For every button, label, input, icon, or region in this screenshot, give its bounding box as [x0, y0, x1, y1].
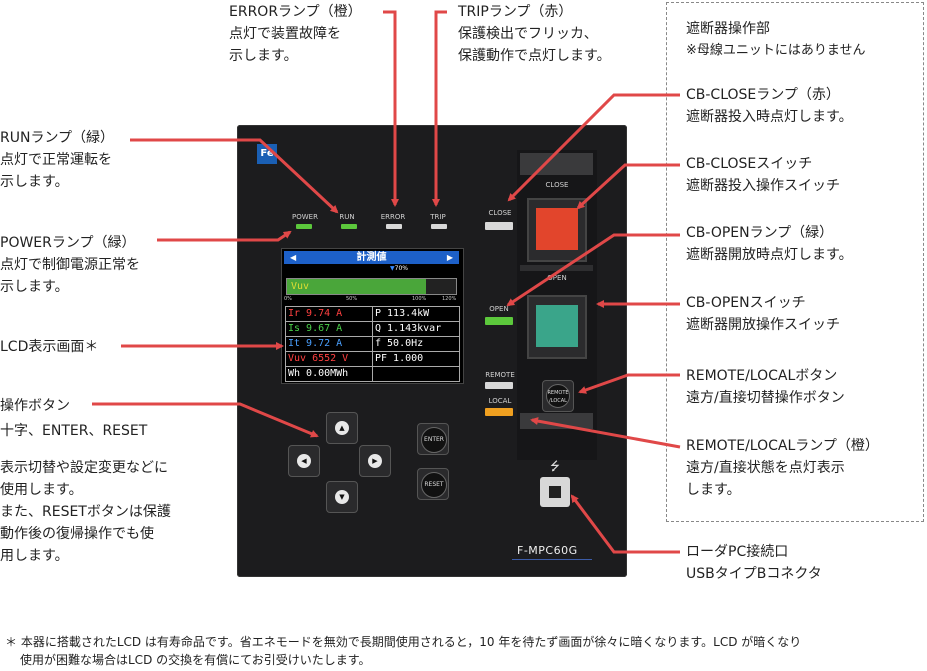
cb-close-switch-face — [536, 208, 578, 250]
remote-local-lamp-annotation: REMOTE/LOCALランプ（橙）遠方/直接状態を点灯表示します。 — [686, 438, 879, 498]
lcd-row: Ir 9.74 A P 113.4kW — [286, 307, 459, 322]
cb-close-lamp-annotation: CB-CLOSEランプ（赤）遮断器投入時点灯します。 — [686, 87, 853, 125]
bar-marker-label: 70% — [394, 265, 408, 272]
error-lamp-label: ERROR — [380, 213, 406, 221]
trip-lamp — [431, 224, 447, 229]
lcd-cell: PF 1.000 — [372, 352, 459, 366]
right-key[interactable]: ▶ — [359, 445, 391, 477]
footnote: ＊ 本器に搭載されたLCD は有寿命品です。省エネモードを無効で長期間使用される… — [5, 633, 801, 669]
power-lamp — [296, 224, 312, 229]
cb-open-switch[interactable] — [527, 295, 587, 359]
lcd-cell: It 9.72 A — [288, 338, 343, 349]
lcd-left-arrow-icon: ◀ — [290, 253, 297, 262]
lcd-annotation: LCD表示画面＊ — [0, 339, 99, 355]
cb-open-switch-annotation: CB-OPENスイッチ遮断器開放操作スイッチ — [686, 295, 840, 333]
lcd-scale-0: 0% — [284, 296, 292, 302]
lcd-cell: Is 9.67 A — [288, 323, 343, 334]
power-lamp-label: POWER — [292, 213, 318, 221]
open-switch-label: OPEN — [547, 274, 567, 282]
power-lamp-annotation: POWERランプ（緑）点灯で制御電源正常を示します。 — [0, 235, 140, 295]
lcd-row: It 9.72 A f 50.0Hz — [286, 337, 459, 352]
op-buttons-annotation: 操作ボタン十字、ENTER、RESET — [0, 398, 148, 439]
reset-key[interactable]: RESET — [417, 468, 449, 500]
cb-close-switch-annotation: CB-CLOSEスイッチ遮断器投入操作スイッチ — [686, 156, 840, 194]
lcd-bar-label: Vuv — [291, 281, 310, 292]
usb-port[interactable] — [540, 477, 570, 507]
open-lamp-window — [520, 265, 593, 271]
lcd-cell: f 50.0Hz — [372, 337, 459, 351]
bar-marker-icon: ▼ — [390, 265, 395, 272]
lcd-cell: Ir 9.74 A — [288, 308, 343, 319]
down-arrow-icon: ▼ — [335, 490, 349, 504]
down-key[interactable]: ▼ — [326, 481, 358, 513]
close-lamp-window — [520, 153, 593, 175]
op-buttons-description: 表示切替や設定変更などに使用します。また、RESETボタンは保護動作後の復帰操作… — [0, 460, 171, 564]
device-panel: Fe POWER RUN ERROR TRIP ◀ 計測値 ▶ ▼70% Vuv… — [237, 125, 627, 577]
error-lamp-annotation: ERRORランプ（橙）点灯で装置故障を示します。 — [229, 4, 362, 64]
left-arrow-icon: ◀ — [297, 454, 311, 468]
close-lamp-label: CLOSE — [488, 209, 512, 217]
reset-key-label: RESET — [421, 472, 447, 498]
remote-lamp-label: REMOTE — [485, 371, 515, 379]
remote-local-button-annotation: REMOTE/LOCALボタン遠方/直接切替操作ボタン — [686, 368, 845, 406]
cb-close-lamp — [485, 222, 513, 230]
lcd-cell: P 113.4kW — [372, 307, 459, 321]
cb-open-lamp — [485, 317, 513, 325]
lcd-cell: Vuv 6552 V — [288, 353, 349, 364]
trip-lamp-annotation: TRIPランプ（赤）保護検出でフリッカ、保護動作で点灯します。 — [458, 4, 611, 64]
open-lamp-label: OPEN — [489, 305, 509, 313]
lcd-row: Wh 0.00MWh — [286, 367, 459, 381]
lcd-scale-100: 100% — [412, 296, 427, 302]
lcd-scale-50: 50% — [346, 296, 358, 302]
right-arrow-icon: ▶ — [368, 454, 382, 468]
lcd-row: Vuv 6552 V PF 1.000 — [286, 352, 459, 367]
lcd-row: Is 9.67 A Q 1.143kvar — [286, 322, 459, 337]
up-key[interactable]: ▲ — [326, 412, 358, 444]
trip-lamp-label: TRIP — [430, 213, 446, 221]
footnote-line-1: ＊ 本器に搭載されたLCD は有寿命品です。省エネモードを無効で長期間使用される… — [5, 635, 802, 649]
footnote-line-2: 使用が困難な場合はLCD の交換を有償にてお引受けいたします。 — [20, 653, 371, 667]
local-lamp — [485, 408, 513, 416]
remote-local-button-label: REMOTE /LOCAL — [546, 384, 570, 408]
lcd-cell — [372, 367, 459, 381]
error-lamp — [386, 224, 402, 229]
lcd-level-fill — [287, 279, 426, 294]
model-underline — [512, 559, 592, 560]
left-key[interactable]: ◀ — [288, 445, 320, 477]
model-name: F-MPC60G — [517, 544, 578, 557]
lcd-scale-120: 120% — [442, 296, 457, 302]
enter-key-label: ENTER — [421, 427, 447, 453]
cb-open-switch-face — [536, 305, 578, 347]
remote-local-button[interactable]: REMOTE /LOCAL — [542, 380, 574, 412]
run-lamp-label: RUN — [339, 213, 355, 221]
lcd-cell: Q 1.143kvar — [372, 322, 459, 336]
lcd-screen: ◀ 計測値 ▶ ▼70% Vuv 0% 50% 100% 120% Ir 9.7… — [281, 248, 464, 384]
lcd-cell: Wh 0.00MWh — [288, 368, 349, 379]
cb-open-lamp-annotation: CB-OPENランプ（緑）遮断器開放時点灯します。 — [686, 225, 853, 263]
lcd-right-arrow-icon: ▶ — [446, 253, 453, 262]
close-switch-label: CLOSE — [545, 181, 569, 189]
up-arrow-icon: ▲ — [335, 421, 349, 435]
fuji-logo: Fe — [257, 144, 277, 164]
enter-key[interactable]: ENTER — [417, 423, 449, 455]
lcd-level-bar: Vuv — [286, 278, 457, 295]
run-lamp — [341, 224, 357, 229]
run-lamp-annotation: RUNランプ（緑）点灯で正常運転を示します。 — [0, 130, 115, 190]
cb-close-switch[interactable] — [527, 198, 587, 262]
lcd-title: 計測値 — [356, 252, 387, 263]
usb-icon: ⭍ — [550, 459, 560, 473]
status-window — [520, 413, 593, 429]
remote-lamp — [485, 382, 513, 389]
local-lamp-label: LOCAL — [488, 397, 512, 405]
breaker-section-annotation: 遮断器操作部※母線ユニットにはありません — [686, 21, 866, 58]
lcd-title-bar: ◀ 計測値 ▶ — [284, 251, 459, 264]
